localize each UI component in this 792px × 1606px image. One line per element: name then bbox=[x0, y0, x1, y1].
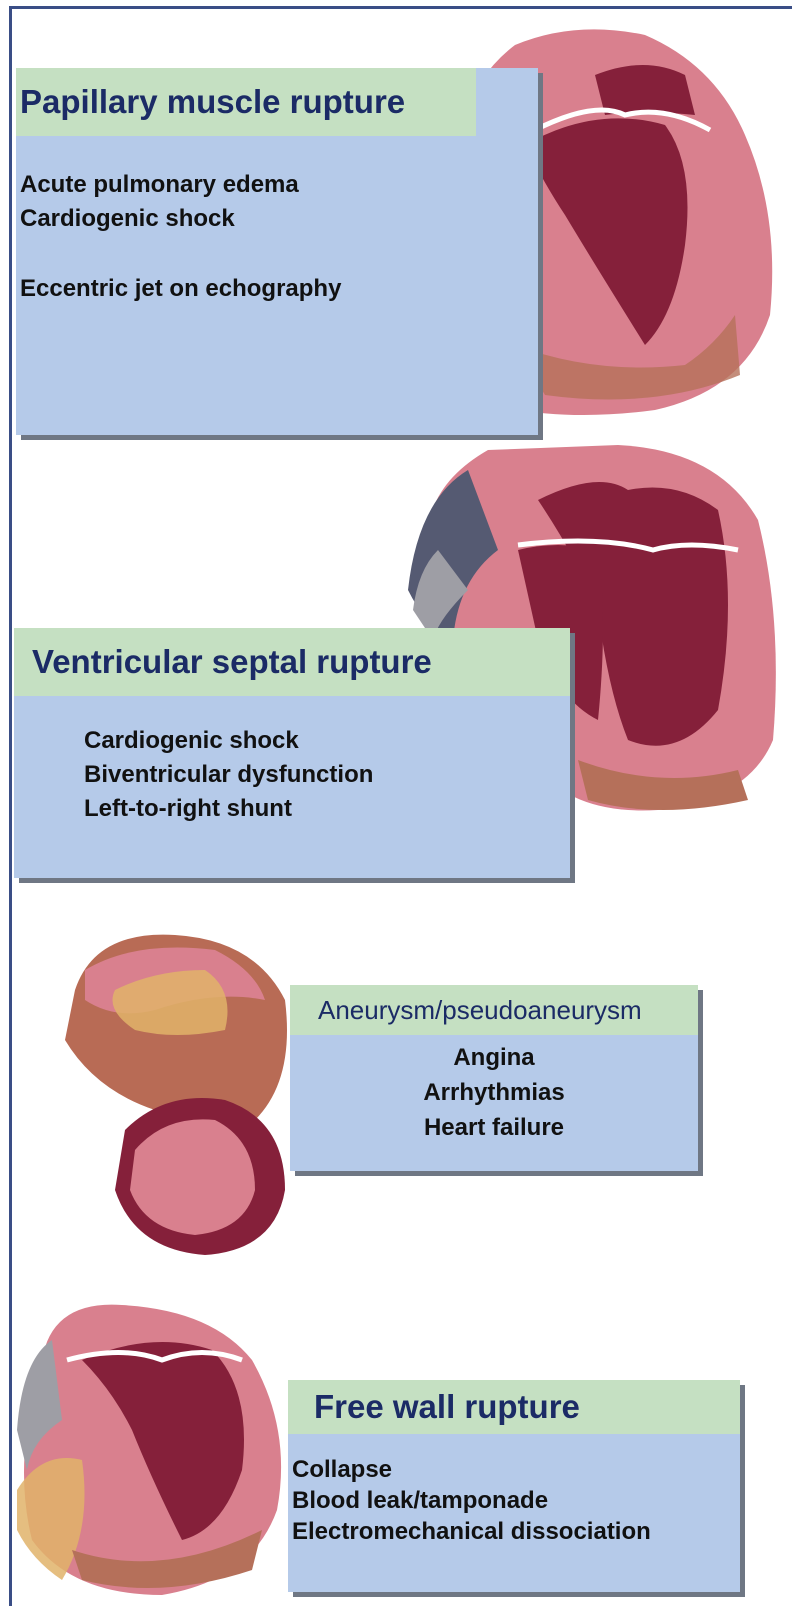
finding-line: Angina bbox=[290, 1040, 698, 1075]
panel-title: Papillary muscle rupture bbox=[16, 68, 476, 136]
panel-title: Ventricular septal rupture bbox=[14, 628, 570, 696]
finding-line: Arrhythmias bbox=[290, 1075, 698, 1110]
aneurysm-panel: Aneurysm/pseudoaneurysm Angina Arrhythmi… bbox=[290, 985, 698, 1171]
panel-body: Cardiogenic shock Biventricular dysfunct… bbox=[84, 724, 373, 826]
finding-line: Cardiogenic shock bbox=[84, 724, 373, 758]
panel-title: Aneurysm/pseudoaneurysm bbox=[290, 985, 698, 1035]
heart-illustration-aneurysm bbox=[55, 930, 295, 1260]
finding-line: Blood leak/tamponade bbox=[292, 1485, 651, 1516]
heart-illustration-free-wall bbox=[12, 1300, 292, 1600]
panel-title: Free wall rupture bbox=[288, 1380, 740, 1434]
finding-line: Electromechanical dissociation bbox=[292, 1516, 651, 1547]
finding-line: Acute pulmonary edema bbox=[20, 168, 341, 202]
free-wall-panel: Free wall rupture Collapse Blood leak/ta… bbox=[288, 1380, 740, 1592]
panel-body: Acute pulmonary edema Cardiogenic shock … bbox=[20, 168, 341, 306]
ventricular-septal-panel: Ventricular septal rupture Cardiogenic s… bbox=[14, 628, 570, 878]
panel-body: Angina Arrhythmias Heart failure bbox=[290, 1040, 698, 1145]
panel-body: Collapse Blood leak/tamponade Electromec… bbox=[292, 1454, 651, 1547]
finding-line: Collapse bbox=[292, 1454, 651, 1485]
finding-line: Biventricular dysfunction bbox=[84, 758, 373, 792]
finding-line: Left-to-right shunt bbox=[84, 792, 373, 826]
finding-line bbox=[20, 236, 341, 270]
finding-line: Cardiogenic shock bbox=[20, 202, 341, 236]
papillary-muscle-panel: Papillary muscle rupture Acute pulmonary… bbox=[16, 68, 538, 435]
finding-line: Eccentric jet on echography bbox=[20, 272, 341, 306]
finding-line: Heart failure bbox=[290, 1110, 698, 1145]
